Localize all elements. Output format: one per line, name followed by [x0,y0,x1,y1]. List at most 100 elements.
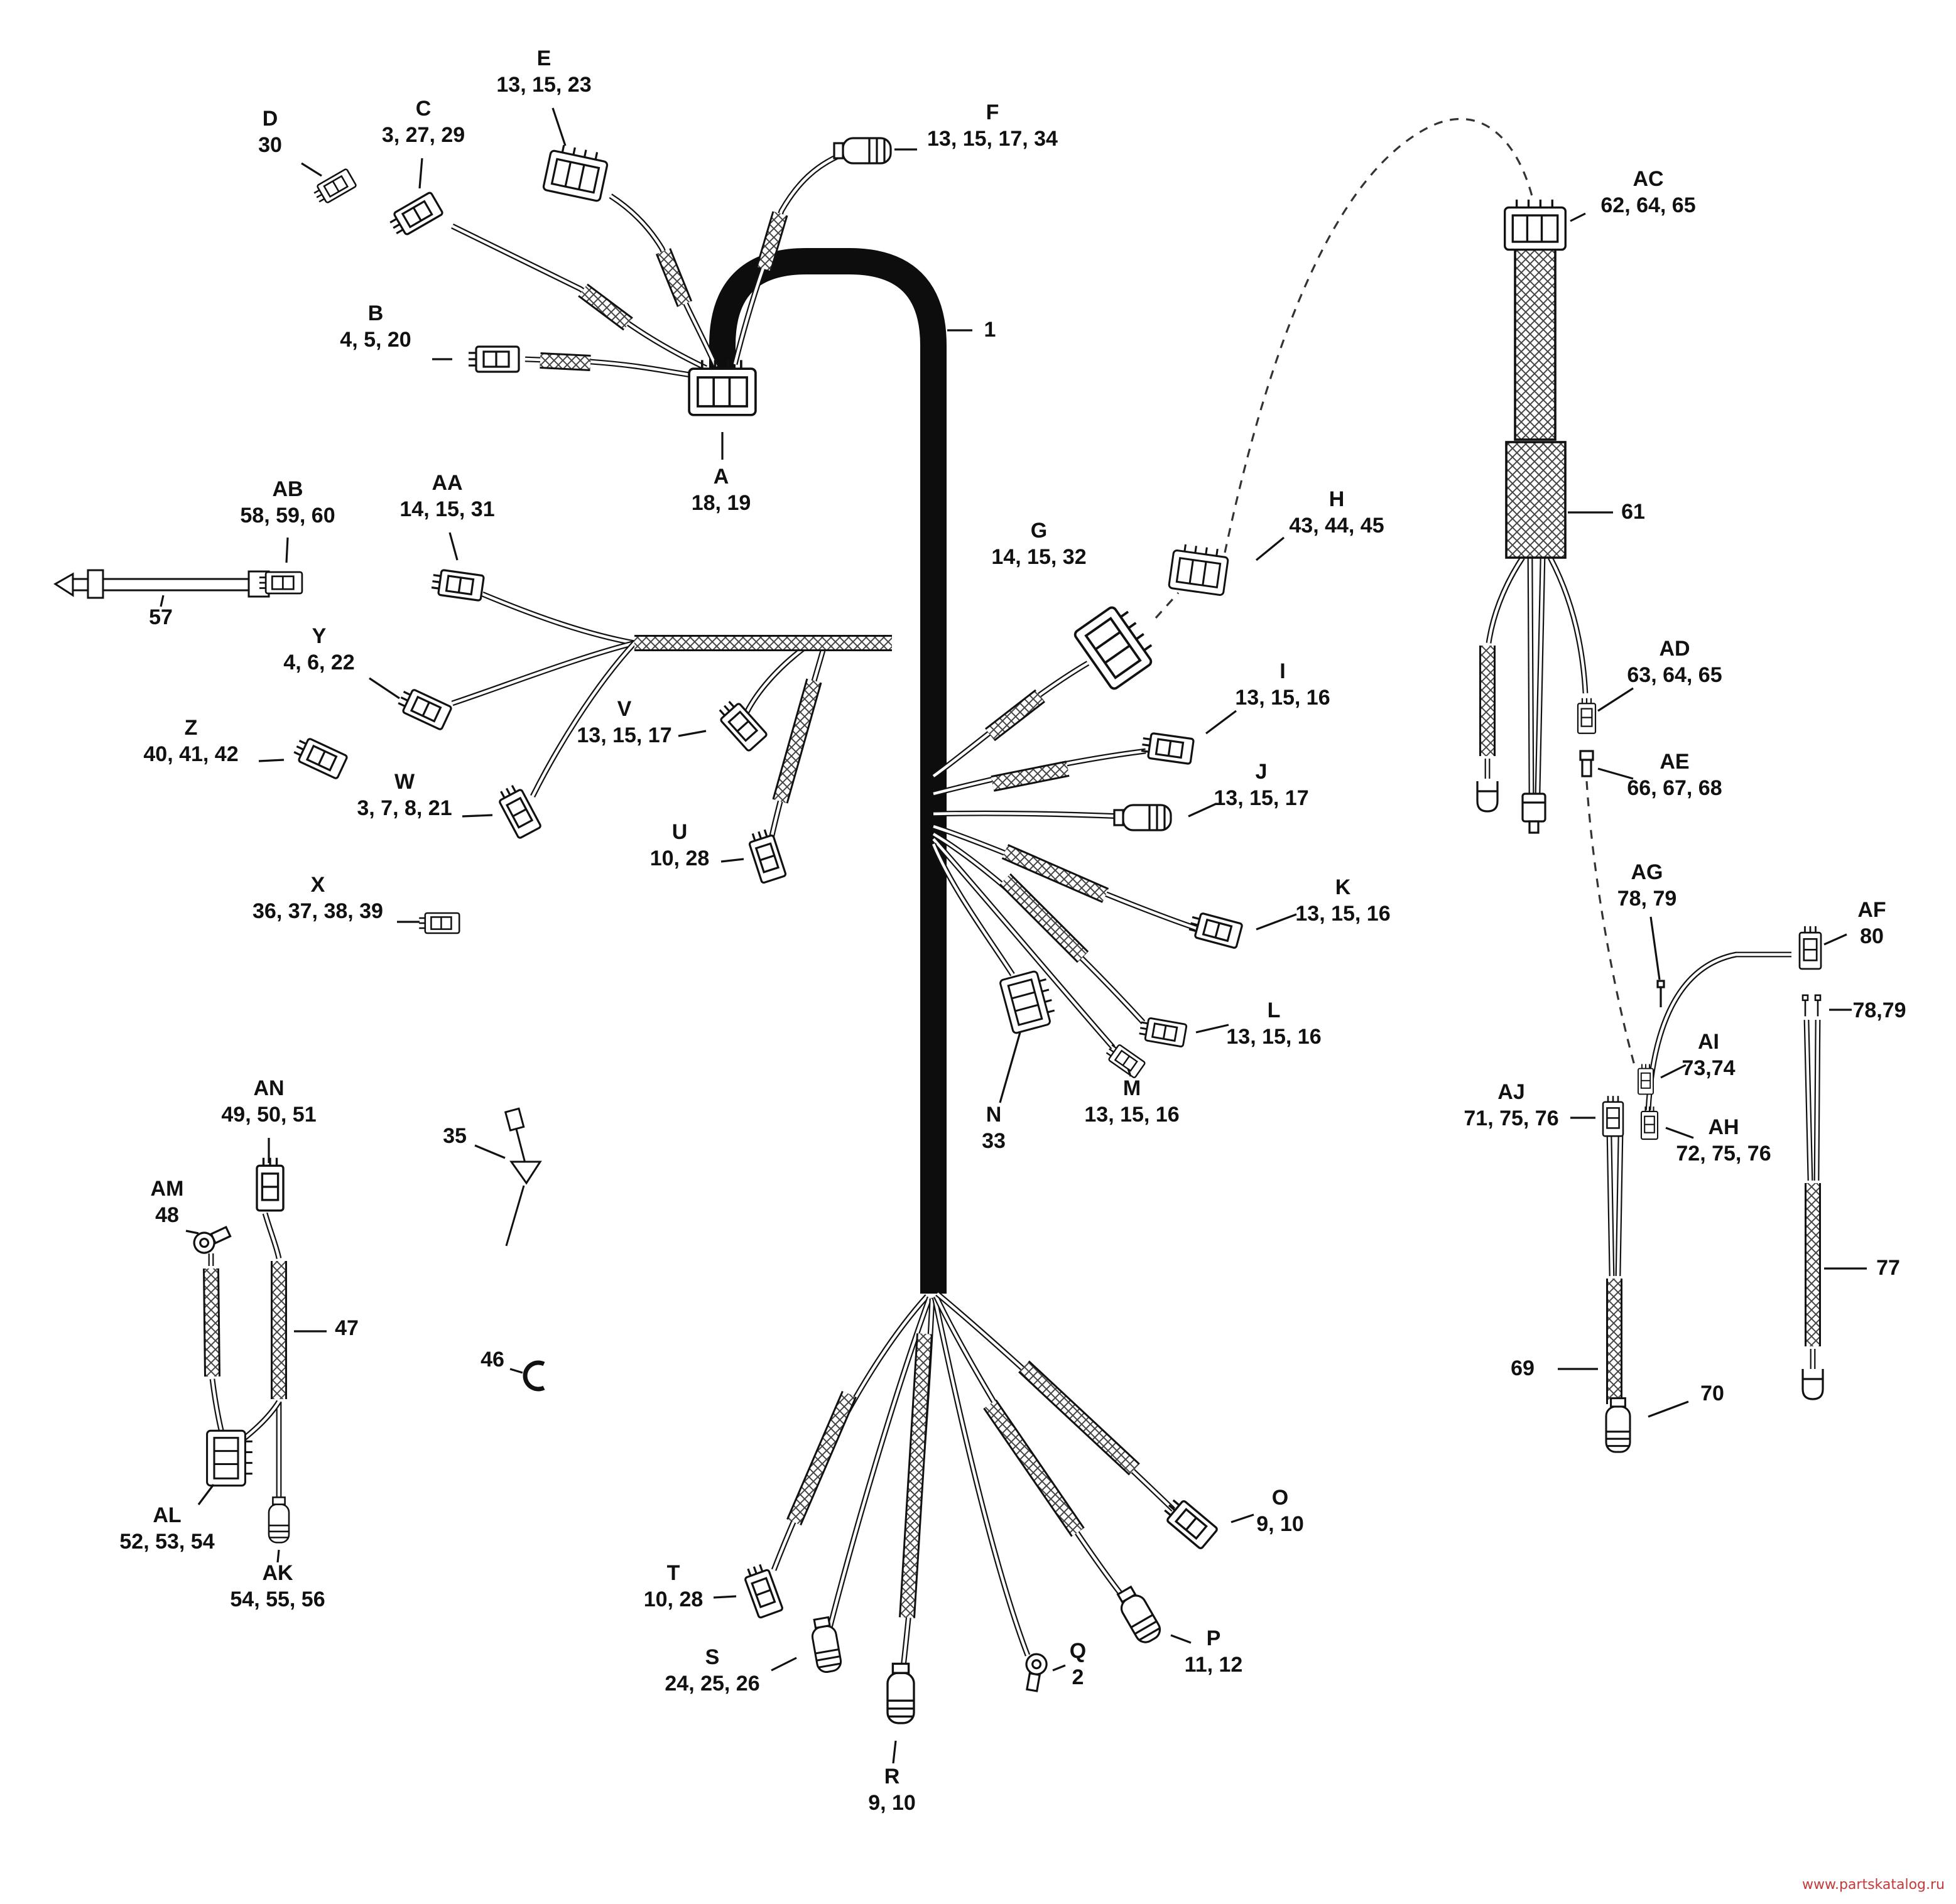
fork-77-icon [1801,1369,1824,1400]
callout-e-parts: 13, 15, 23 [496,73,591,97]
callout-70-parts: 70 [1700,1382,1724,1405]
callout-j-letter: J [1256,760,1268,784]
callout-af-leader [1823,933,1847,946]
callout-an-parts: 49, 50, 51 [221,1103,316,1127]
sleeve-61 [1505,441,1567,559]
harness-main [709,248,947,1294]
dashed-h-to-ac [1224,117,1534,553]
callout-h-letter: H [1329,487,1345,511]
connector-ac-icon [1504,199,1567,251]
connector-j-icon [1113,804,1172,831]
harness-sleeves [203,211,1821,1618]
connector-d-icon [313,168,357,203]
callout-s-letter: S [705,1645,720,1669]
connector-aa-icon [431,569,485,602]
callout-r-letter: R [884,1765,900,1788]
callout-y-letter: Y [312,624,327,648]
connector-m-icon [1106,1044,1146,1078]
callout-46-parts: 46 [481,1348,504,1371]
callout-aa-leader [448,532,459,561]
clip-46-icon [523,1360,545,1392]
callout-t-parts: 10, 28 [644,1588,704,1611]
callout-g-letter: G [1031,519,1047,543]
connector-ai-icon [1638,1064,1654,1095]
callout-h-leader [1255,536,1285,561]
callout-ae-leader [1597,767,1634,780]
connector-y-icon [398,689,452,730]
callout-ae-letter: AE [1660,750,1689,774]
callout-ac-parts: 62, 64, 65 [1600,193,1695,217]
watermark-link[interactable]: www.partskatalog.ru [1802,1877,1945,1893]
callout-p-parts: 11, 12 [1185,1653,1243,1677]
callout-ag-parts: 78, 79 [1617,887,1677,911]
callout-s-leader [771,1657,797,1672]
probe-57 [53,569,270,599]
callout-z-leader [258,759,285,762]
callout-o-parts: 9, 10 [1256,1512,1304,1536]
callout-i-letter: I [1280,659,1285,683]
connector-v-icon [719,701,768,752]
part-35-bolt [504,1107,542,1247]
connector-r-icon [886,1662,915,1724]
callout-ae-parts: 66, 67, 68 [1627,776,1722,800]
callout-d-parts: 30 [258,133,282,157]
callout-c-parts: 3, 27, 29 [382,123,465,147]
callout-57-leader [160,595,165,607]
callout-m-leader [1127,1068,1132,1077]
callout-7879-parts: 78,79 [1852,998,1906,1022]
connector-k-icon [1188,912,1243,949]
callout-w-parts: 3, 7, 8, 21 [357,796,452,820]
dashed-g-to-h [1155,592,1180,619]
callout-l-parts: 13, 15, 16 [1226,1025,1321,1049]
callout-i-leader [1205,710,1237,735]
callout-t-letter: T [667,1561,680,1585]
connector-g-icon [1073,606,1153,690]
callout-af-parts: 80 [1860,924,1884,948]
callout-n-letter: N [986,1103,1002,1127]
callout-u-parts: 10, 28 [650,847,710,870]
callout-am-parts: 48 [155,1203,179,1227]
callout-n-parts: 33 [982,1129,1006,1153]
callout-n-leader [999,1032,1021,1103]
connector-a-icon [688,360,757,416]
callout-s-parts: 24, 25, 26 [665,1672,759,1696]
callout-v-parts: 13, 15, 17 [577,723,671,747]
callout-47-parts: 47 [335,1316,359,1340]
callout-u-leader [720,858,744,863]
callout-y-parts: 4, 6, 22 [283,651,354,674]
connector-s-icon [811,1616,842,1673]
connector-h-icon [1168,544,1229,596]
callout-aj-letter: AJ [1497,1080,1524,1104]
callout-ab-letter: AB [272,477,303,501]
callout-ad-leader [1597,687,1634,712]
callout-ai-parts: 73,74 [1682,1056,1735,1080]
callout-w-letter: W [394,770,415,794]
callout-c-leader [418,158,423,189]
pin-79-icon [1814,994,1822,1017]
connector-an-icon [256,1157,285,1212]
dashed-ae-to-ai [1585,781,1636,1066]
callout-b-letter: B [368,301,384,325]
callout-q-leader [1052,1664,1066,1672]
callout-ak-parts: 54, 55, 56 [230,1588,325,1611]
callout-f-letter: F [986,100,999,124]
callout-al-letter: AL [153,1503,181,1527]
callout-35-leader [474,1144,506,1159]
connector-n-icon [999,970,1055,1034]
callout-ah-letter: AH [1708,1115,1739,1139]
callout-a-parts: 18, 19 [692,491,751,515]
connector-ah-icon [1640,1106,1659,1140]
callout-o-letter: O [1272,1486,1288,1510]
callout-o-leader [1231,1513,1254,1523]
fork-61-icon [1476,781,1499,813]
callout-al-parts: 52, 53, 54 [119,1530,214,1554]
sleeve-ac-bundle [1514,247,1557,441]
callout-ab-parts: 58, 59, 60 [240,504,335,527]
callout-ac-letter: AC [1633,167,1663,191]
callout-v-letter: V [617,697,632,721]
callout-b-parts: 4, 5, 20 [340,328,411,352]
callout-69-parts: 69 [1511,1356,1535,1380]
callout-e-leader [551,107,567,146]
